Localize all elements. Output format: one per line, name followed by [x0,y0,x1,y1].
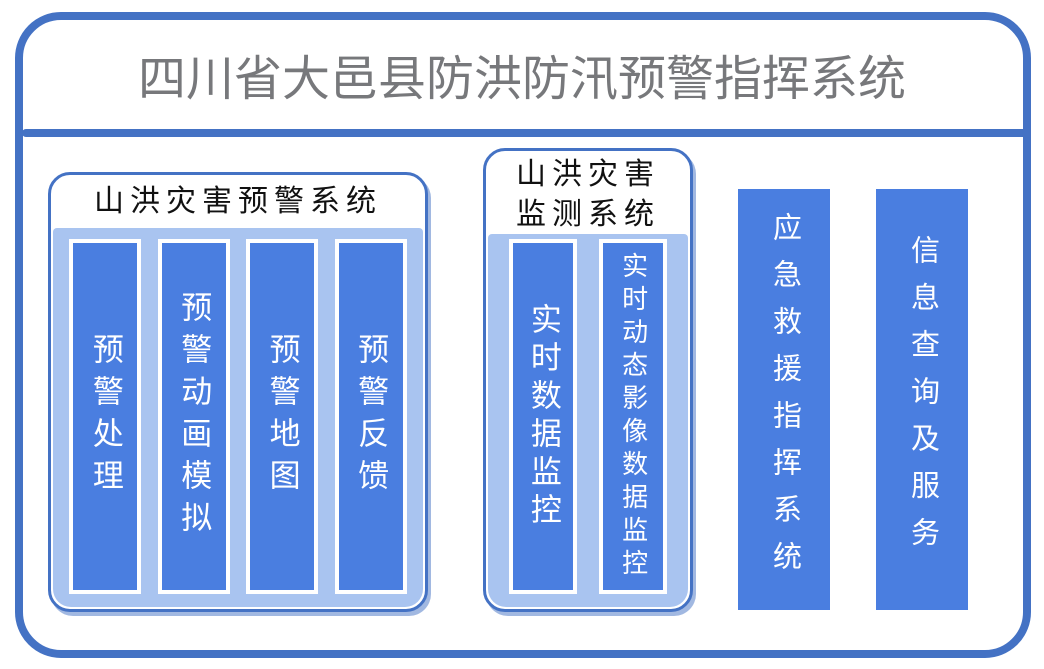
flood-warning-tray: 预警处理 预警动画模拟 预警地图 预警反馈 [53,228,423,607]
bar-label: 预警处理 [87,332,123,501]
panel-flood-warning-system: 山洪灾害预警系统 预警处理 预警动画模拟 预警地图 预警反馈 [48,172,428,612]
bar-emergency-rescue-command-system: 应急救援指挥系统 [738,189,830,610]
panel-flood-monitoring-system-header: 山洪灾害监测系统 [486,151,690,234]
panel-header-label: 山洪灾害预警系统 [94,184,382,218]
panel-flood-monitoring-system: 山洪灾害监测系统 实时数据监控 实时动态影像数据监控 [483,148,693,612]
bar-label: 预警反馈 [353,332,389,501]
bar-warning-map: 预警地图 [246,239,319,594]
bar-label: 信息查询及服务 [906,235,939,564]
bar-realtime-dynamic-video-data-monitoring: 实时动态影像数据监控 [598,239,667,594]
title-divider [22,129,1023,137]
bar-label: 实时动态影像数据监控 [618,251,648,582]
page-title: 四川省大邑县防洪防汛预警指挥系统 [137,53,906,106]
bar-warning-animation-simulation: 预警动画模拟 [157,239,230,594]
bar-warning-processing: 预警处理 [69,239,142,594]
bar-label: 预警地图 [264,332,300,501]
outer-frame [15,12,1031,658]
bar-label: 应急救援指挥系统 [768,211,801,588]
panel-header-label: 山洪灾害监测系统 [516,157,660,231]
bar-info-query-and-service: 信息查询及服务 [876,189,968,610]
panel-flood-warning-system-header: 山洪灾害预警系统 [51,175,425,228]
bar-realtime-data-monitoring: 实时数据监控 [509,239,578,594]
bar-label: 实时数据监控 [525,302,561,531]
bar-label: 预警动画模拟 [176,290,212,543]
flood-monitoring-tray: 实时数据监控 实时动态影像数据监控 [488,234,688,607]
bar-warning-feedback: 预警反馈 [334,239,407,594]
